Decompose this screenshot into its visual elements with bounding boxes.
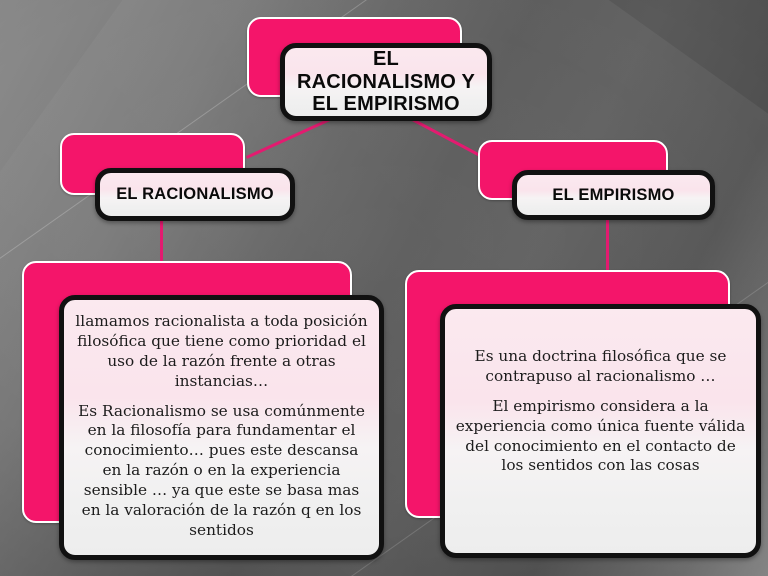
empirismo-paragraph-2: El empirismo considera a la experiencia … xyxy=(455,396,746,475)
empirismo-body-box[interactable]: Es una doctrina filosófica que se contra… xyxy=(440,304,761,558)
title-box[interactable]: EL RACIONALISMO Y EL EMPIRISMO xyxy=(280,43,492,121)
racionalismo-body-text: llamamos racionalista a toda posición fi… xyxy=(74,312,369,541)
connector-empirismo-to-body xyxy=(606,219,609,274)
racionalismo-paragraph-2: Es Racionalismo se usa comúnmente en la … xyxy=(78,401,365,539)
empirismo-body-text: Es una doctrina filosófica que se contra… xyxy=(455,347,746,476)
connector-racionalismo-to-body xyxy=(160,220,163,265)
racionalismo-body-box[interactable]: llamamos racionalista a toda posición fi… xyxy=(59,295,384,560)
racionalismo-paragraph-1: llamamos racionalista a toda posición fi… xyxy=(75,312,368,390)
branch-racionalismo[interactable]: EL RACIONALISMO xyxy=(95,168,295,221)
branch-empirismo[interactable]: EL EMPIRISMO xyxy=(512,170,715,220)
empirismo-paragraph-1: Es una doctrina filosófica que se contra… xyxy=(474,347,727,385)
title-text: EL RACIONALISMO Y EL EMPIRISMO xyxy=(297,48,475,116)
branch-empirismo-label: EL EMPIRISMO xyxy=(552,185,675,204)
branch-racionalismo-label: EL RACIONALISMO xyxy=(116,185,274,204)
title-line-3: EL EMPIRISMO xyxy=(312,93,460,116)
title-line-2: RACIONALISMO Y xyxy=(297,70,475,93)
title-line-1: EL xyxy=(373,47,399,70)
